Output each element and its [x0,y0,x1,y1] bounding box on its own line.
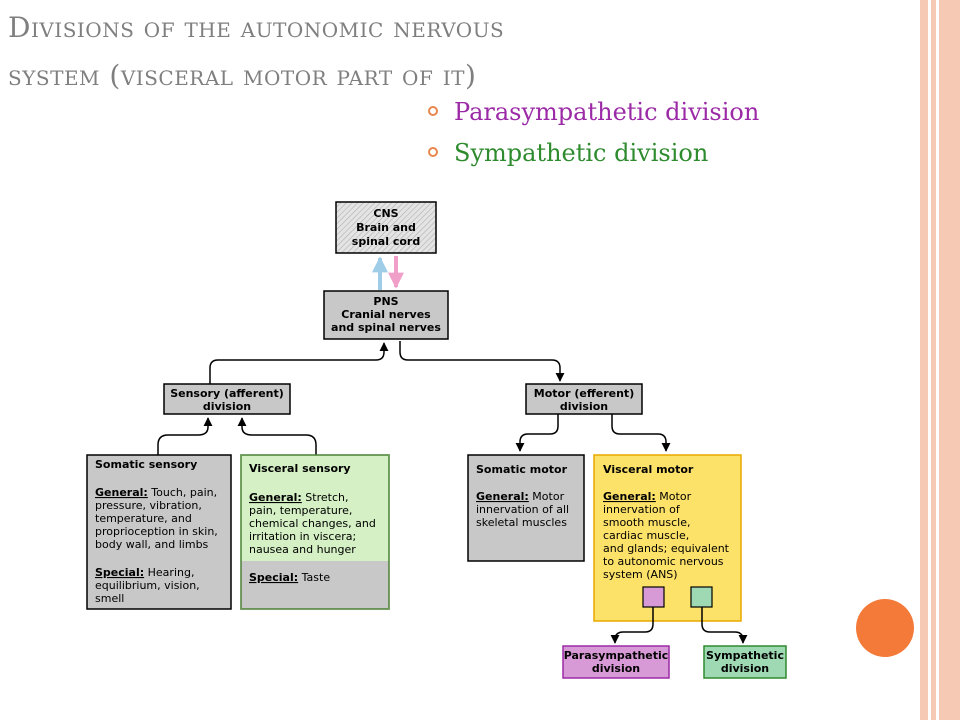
visceral-sensory-general-line: nausea and hunger [249,543,356,556]
cns-line-1: Brain and [356,221,416,234]
visceral-sensory-general-label: General: [249,491,302,504]
title-line-2: system (visceral motor part of it) [8,59,477,92]
somatic-sensory-special-line: Hearing, [144,566,194,579]
somatic-motor-box: Somatic motor General: Motor innervation… [467,454,585,562]
svg-text:General: Touch, pain,: General: Touch, pain, [95,486,217,499]
visceral-sensory-box: Visceral sensory General: Stretch, pain,… [240,454,390,610]
visceral-sensory-connector [237,417,317,455]
motor-line-1: Motor (efferent) [534,387,634,400]
sensory-line-2: division [203,400,251,413]
bullet-list: Parasympathetic division Sympathetic div… [428,92,759,174]
pns-line-1: Cranial nerves [341,308,431,321]
border-stripe-2 [931,0,936,720]
bullet-dot-icon [428,147,438,157]
bullet-sympathetic: Sympathetic division [428,133,759,174]
visceral-sensory-general-line: chemical changes, and [249,517,376,530]
svg-text:Special: Taste: Special: Taste [249,571,330,584]
somatic-sensory-title: Somatic sensory [95,458,197,471]
border-stripe-1 [920,0,928,720]
somatic-motor-general-label: General: [476,490,529,503]
sympathetic-division-box: Sympathetic division [703,645,787,679]
sensory-line-1: Sensory (afferent) [170,387,284,400]
somatic-motor-general-line: Motor [529,490,565,503]
somatic-sensory-general-line: Touch, pain, [148,486,217,499]
parasympathetic-line-2: division [592,662,640,675]
visceral-motor-connector [611,414,671,452]
pns-box: PNS Cranial nerves and spinal nerves [323,290,449,340]
somatic-sensory-special-label: Special: [95,566,144,579]
visceral-sensory-general-line: pain, temperature, [249,504,352,517]
parasympathetic-division-box: Parasympathetic division [562,645,670,679]
svg-text:General: Motor: General: Motor [476,490,565,503]
bullet-parasympathetic: Parasympathetic division [428,92,759,133]
title-line-1: Divisions of the autonomic nervous [8,11,505,44]
sympathetic-connector [701,607,748,644]
parasympathetic-line-1: Parasympathetic [564,649,669,662]
bullet-parasympathetic-label: Parasympathetic division [454,98,760,126]
slide-title: Divisions of the autonomic nervous syste… [8,4,908,100]
svg-text:General: Motor: General: Motor [603,490,692,503]
bullet-sympathetic-label: Sympathetic division [454,139,709,167]
somatic-sensory-general-label: General: [95,486,148,499]
cns-box: CNS Brain and spinal cord [335,201,437,254]
visceral-motor-general-line: smooth muscle, [603,516,690,529]
visceral-motor-general-line: Motor [656,490,692,503]
cns-line-2: spinal cord [352,235,420,248]
svg-text:General: Stretch,: General: Stretch, [249,491,348,504]
somatic-sensory-general-line: temperature, and [95,512,192,525]
parasympathetic-connector [610,607,654,644]
visceral-motor-box: Visceral motor General: Motor innervatio… [593,454,742,622]
visceral-motor-general-line: innervation of [603,503,681,516]
sympathetic-line-1: Sympathetic [706,649,784,662]
somatic-motor-connector [515,414,559,452]
somatic-sensory-general-line: pressure, vibration, [95,499,202,512]
somatic-sensory-box: Somatic sensory General: Touch, pain, pr… [86,454,232,610]
parasympathetic-swatch [642,586,665,608]
somatic-sensory-general-line: body wall, and limbs [95,538,209,551]
accent-circle [856,599,914,657]
visceral-motor-general-line: system (ANS) [603,568,678,581]
visceral-sensory-title: Visceral sensory [249,462,351,475]
visceral-motor-general-label: General: [603,490,656,503]
pns-line-2: and spinal nerves [331,321,441,334]
somatic-motor-general-line: innervation of all [476,503,569,516]
visceral-motor-general-line: and glands; equivalent [603,542,730,555]
visceral-sensory-special-label: Special: [249,571,298,584]
visceral-sensory-general-line: Stretch, [302,491,349,504]
somatic-sensory-special-line: smell [95,592,124,605]
sensory-to-pns-connector [209,342,389,384]
somatic-motor-title: Somatic motor [476,463,568,476]
motor-line-2: division [560,400,608,413]
svg-text:Special: Hearing,: Special: Hearing, [95,566,194,579]
somatic-sensory-special-line: equilibrium, vision, [95,579,200,592]
cns-title: CNS [373,207,398,220]
somatic-motor-general-line: skeletal muscles [476,516,567,529]
pns-title: PNS [373,295,398,308]
motor-division-box: Motor (efferent) division [525,383,643,415]
somatic-sensory-connector [157,417,213,455]
visceral-sensory-general-line: irritation in viscera; [249,530,356,543]
border-stripe-3 [939,0,960,720]
sympathetic-line-2: division [721,662,769,675]
sensory-division-box: Sensory (afferent) division [163,383,291,415]
bullet-dot-icon [428,106,438,116]
visceral-motor-general-line: to autonomic nervous [603,555,724,568]
visceral-sensory-special-line: Taste [298,571,330,584]
pns-to-motor-connector [399,341,565,382]
somatic-sensory-general-line: proprioception in skin, [95,525,218,538]
visceral-motor-general-line: cardiac muscle, [603,529,689,542]
visceral-motor-title: Visceral motor [603,463,694,476]
sympathetic-swatch [690,586,713,608]
